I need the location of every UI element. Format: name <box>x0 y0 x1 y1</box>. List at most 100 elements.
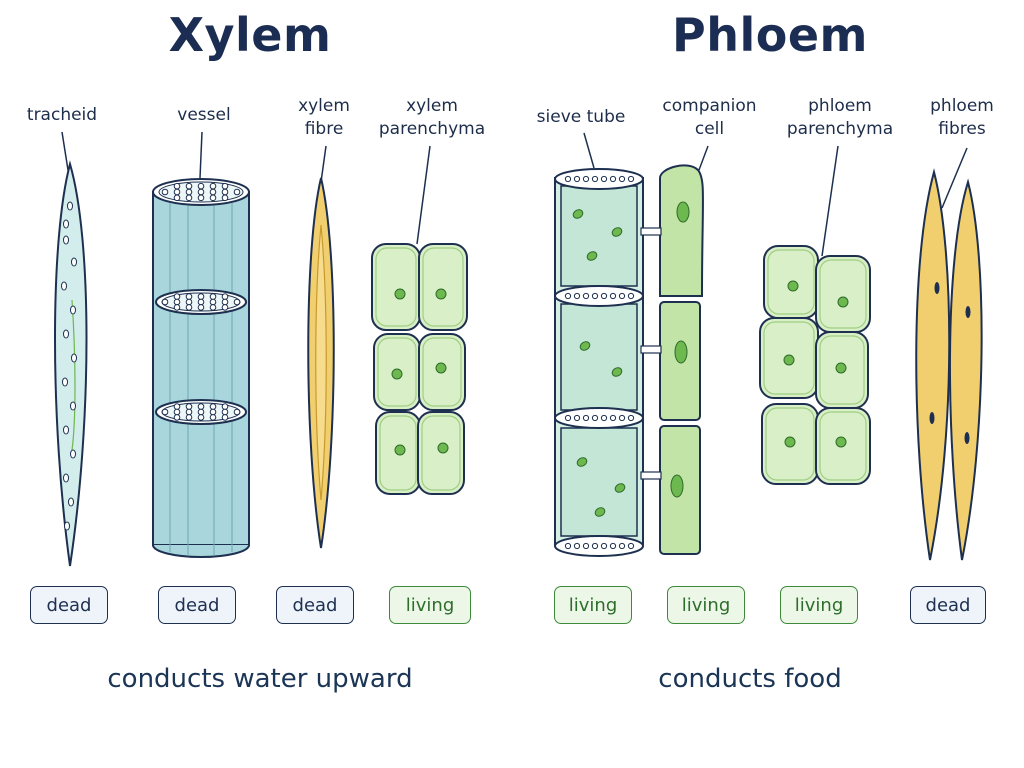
sieve-pore <box>582 175 590 183</box>
pit <box>62 377 68 387</box>
sieve-pore <box>609 292 617 300</box>
label-companion-cell-line2: cell <box>694 119 725 139</box>
pit <box>63 329 69 339</box>
sieve-pore <box>618 414 626 422</box>
perforation <box>221 182 229 190</box>
parenchyma-cell-wall <box>767 249 815 315</box>
perforation <box>161 188 169 196</box>
sieve-pore <box>627 292 635 300</box>
nucleus <box>835 362 847 374</box>
sieve-pore <box>618 175 626 183</box>
label-phloem-fibres-line1: phloem <box>930 96 994 116</box>
sieve-plate <box>554 535 644 557</box>
perforation <box>197 408 205 416</box>
perforation <box>185 188 193 196</box>
perforation <box>209 188 217 196</box>
perforation <box>221 414 229 421</box>
label-xylem-parenchyma-line1: xylem <box>406 96 458 116</box>
nucleus <box>437 442 449 454</box>
parenchyma-cell-wall <box>377 337 417 407</box>
perforation <box>209 403 217 410</box>
sieve-plate <box>554 407 644 429</box>
pit <box>64 521 70 531</box>
perforation <box>221 408 229 416</box>
sieve-plate <box>554 285 644 307</box>
parenchyma-cell <box>815 255 871 333</box>
label-phloem-parenchyma-line2: parenchyma <box>786 119 894 139</box>
leader-sieve-tube <box>583 132 595 169</box>
perforation <box>209 408 217 416</box>
sieve-pore <box>600 414 608 422</box>
perforation <box>185 182 193 190</box>
parenchyma-cell <box>418 243 468 331</box>
perforation <box>209 414 217 421</box>
perforation <box>173 194 181 202</box>
pit <box>70 449 76 459</box>
perforation <box>173 298 181 306</box>
xylem-fibre-cell <box>307 177 335 549</box>
perforation <box>197 188 205 196</box>
nucleus <box>435 362 447 374</box>
pit <box>61 281 67 291</box>
perforation <box>233 298 241 306</box>
nucleus <box>787 280 799 292</box>
perforation <box>197 298 205 306</box>
parenchyma-cell <box>371 243 421 331</box>
badge-phloem-parenchyma: living <box>780 586 858 624</box>
pit <box>63 425 69 435</box>
label-xylem-fibre-line1: xylem <box>298 96 350 116</box>
sieve-pore <box>573 292 581 300</box>
perforation <box>209 298 217 306</box>
phloem-fibres-cells <box>915 168 983 561</box>
nucleus <box>784 436 796 448</box>
parenchyma-cell-wall <box>422 247 464 327</box>
parenchyma-cell-wall <box>819 411 867 481</box>
badge-vessel: dead <box>158 586 236 624</box>
pit <box>63 473 69 483</box>
nucleus <box>783 354 795 366</box>
label-tracheid: tracheid <box>26 105 98 125</box>
perforation <box>173 182 181 190</box>
perforation <box>197 403 205 410</box>
nucleus <box>835 436 847 448</box>
xylem-parenchyma-cells <box>371 243 468 495</box>
badge-tracheid: dead <box>30 586 108 624</box>
xylem-title: Xylem <box>168 8 332 62</box>
perforation <box>173 304 181 311</box>
perforation <box>173 293 181 300</box>
xylem-function: conducts water upward <box>107 664 413 694</box>
sieve-pore <box>627 542 635 550</box>
leader-phloem-fibres <box>941 147 968 209</box>
leader-vessel <box>199 131 203 179</box>
pit <box>71 353 77 363</box>
parenchyma-cell-wall <box>819 335 865 405</box>
perforation <box>173 408 181 416</box>
nucleus <box>435 288 447 300</box>
perforation <box>173 414 181 421</box>
leader-tracheid <box>61 131 69 171</box>
perforation <box>233 188 241 196</box>
sieve-pore <box>582 542 590 550</box>
nucleus <box>394 288 406 300</box>
label-companion-cell: companion cell <box>652 95 767 141</box>
sieve-pore <box>564 542 572 550</box>
sieve-pore <box>627 175 635 183</box>
pit <box>63 235 69 245</box>
pit <box>67 201 73 211</box>
sieve-plate <box>554 168 644 190</box>
perforation <box>185 408 193 416</box>
sieve-pore <box>600 175 608 183</box>
perforation <box>173 403 181 410</box>
perforation <box>185 403 193 410</box>
perforation <box>197 414 205 421</box>
sieve-pore <box>591 175 599 183</box>
leader-xylem-fibre <box>320 145 327 183</box>
perforation <box>221 188 229 196</box>
perforation <box>185 298 193 306</box>
tracheid-cell <box>54 160 88 567</box>
sieve-pore <box>618 542 626 550</box>
sieve-pore <box>564 292 572 300</box>
label-companion-cell-line1: companion <box>662 96 757 116</box>
companion-cell-strand <box>640 164 704 555</box>
